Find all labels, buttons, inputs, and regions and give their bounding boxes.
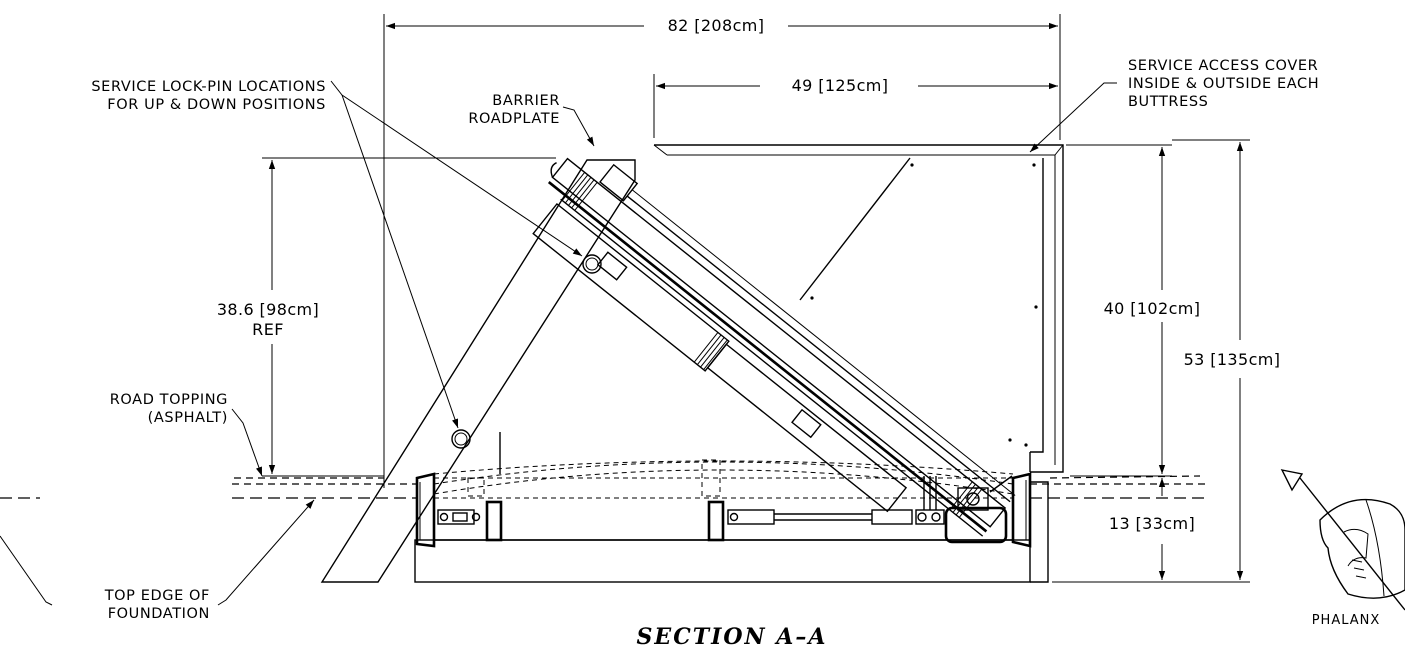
overall-width-dim: 82 [208cm] xyxy=(668,16,765,35)
phalanx-helmet-spear-icon xyxy=(1280,469,1405,611)
buttress-height-dim: 40 [102cm] xyxy=(1104,299,1201,318)
phalanx-logo-text: PHALANX xyxy=(1312,613,1381,628)
roadplate-label-line1: BARRIER xyxy=(492,93,560,109)
section-title: SECTION A–A xyxy=(637,624,828,646)
road-topping-label-line2: (ASPHALT) xyxy=(148,410,228,426)
access-cover-label-line1: SERVICE ACCESS COVER xyxy=(1128,58,1318,74)
dimension-lines xyxy=(262,14,1250,583)
access-cover-label-line3: BUTTRESS xyxy=(1128,94,1208,110)
lock-pin-lower xyxy=(451,429,471,449)
dimension-labels: 82 [208cm] 49 [125cm] 38.6 [98cm] REF 40… xyxy=(217,16,1281,533)
foundation-label-line2: FOUNDATION xyxy=(108,606,210,622)
lock-pin-label-line1: SERVICE LOCK-PIN LOCATIONS xyxy=(91,79,326,95)
roadplate-assembly xyxy=(532,157,1016,537)
roadplate-label-line2: ROADPLATE xyxy=(468,111,560,127)
support-strut xyxy=(320,159,636,583)
ground-lines xyxy=(0,460,1210,499)
foundation-pit xyxy=(414,472,1049,583)
plate-height-dim: 38.6 [98cm] xyxy=(217,300,319,319)
foundation-depth-dim: 13 [33cm] xyxy=(1109,514,1195,533)
buttress-width-dim: 49 [125cm] xyxy=(792,76,889,95)
buttress xyxy=(653,144,1064,473)
foundation-label-line1: TOP EDGE OF xyxy=(104,588,210,604)
pit-linkage xyxy=(437,459,1013,544)
access-cover-label-line2: INSIDE & OUTSIDE EACH xyxy=(1128,76,1319,92)
overall-height-dim: 53 [135cm] xyxy=(1184,350,1281,369)
annotation-labels: SERVICE LOCK-PIN LOCATIONS FOR UP & DOWN… xyxy=(91,58,1319,622)
plate-height-ref: REF xyxy=(252,320,284,339)
lock-pin-label-line2: FOR UP & DOWN POSITIONS xyxy=(107,97,326,113)
lock-pin-upper xyxy=(582,254,602,274)
road-topping-label-line1: ROAD TOPPING xyxy=(110,392,228,408)
leader-lines xyxy=(0,80,1117,606)
